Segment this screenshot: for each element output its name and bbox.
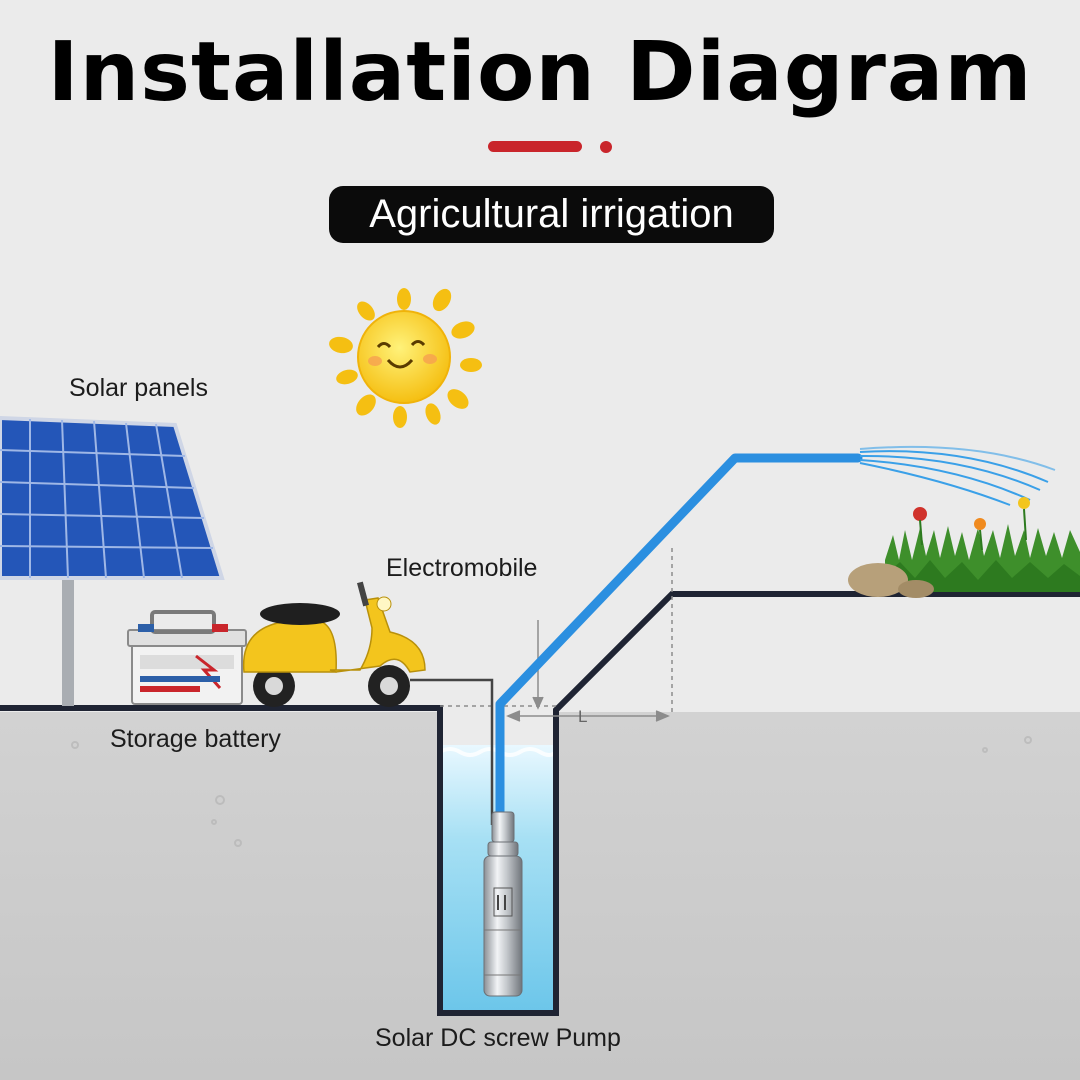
power-cable — [410, 678, 494, 825]
sun-icon — [329, 288, 482, 428]
electromobile-label: Electromobile — [386, 554, 538, 582]
pump-label: Solar DC screw Pump — [375, 1024, 621, 1052]
water-pipe — [495, 453, 863, 823]
storage-battery-label: Storage battery — [110, 725, 281, 753]
title-accent-dot — [600, 141, 612, 153]
battery-icon — [127, 610, 247, 705]
grass-icon — [885, 524, 1080, 592]
ground-outline — [0, 591, 1080, 1016]
title-accent-line — [488, 141, 582, 152]
scooter-icon — [242, 581, 426, 707]
distance-marker-label: L — [578, 707, 588, 726]
flower-icon — [913, 497, 1030, 551]
solar-panel-icon — [0, 415, 225, 706]
ground — [0, 712, 1080, 1080]
page-title: Installation Diagram — [47, 25, 1033, 120]
water-spray — [859, 445, 1056, 506]
solar-panels-label: Solar panels — [69, 374, 208, 402]
subtitle-badge: Agricultural irrigation — [329, 186, 774, 243]
rock-icon — [848, 563, 934, 598]
measurement-guides — [440, 548, 673, 722]
water-droplets — [71, 736, 1032, 847]
pump-icon — [483, 811, 523, 997]
